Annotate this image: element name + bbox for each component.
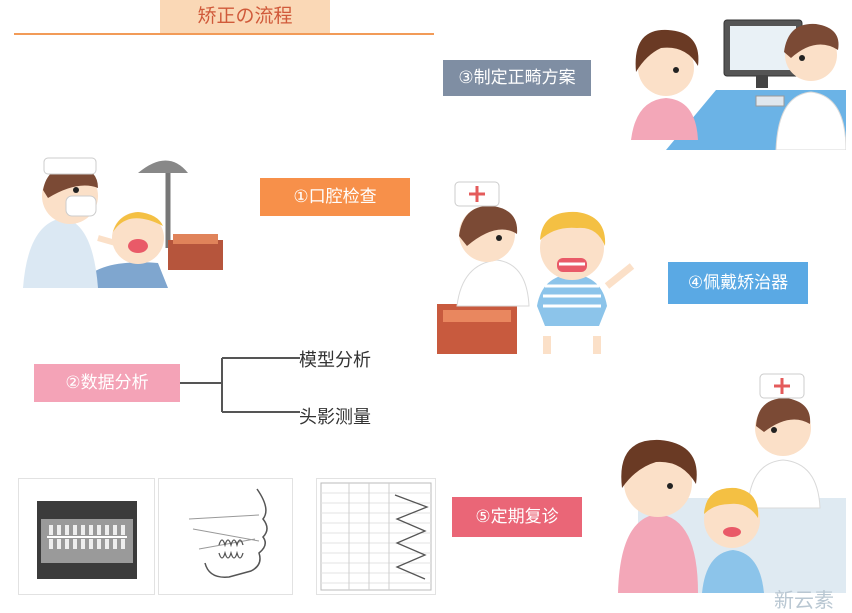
wearing-braces-illustration <box>437 181 635 354</box>
page-title: 矫正の流程 <box>160 0 330 33</box>
step-3-label: ③制定正畸方案 <box>443 60 591 96</box>
branch-model-analysis: 模型分析 <box>299 350 371 371</box>
cephalometric-tracing-image <box>188 488 268 578</box>
teeth-xray-card <box>18 478 155 595</box>
follow-up-illustration <box>618 373 846 593</box>
branch-connector <box>180 357 300 413</box>
watermark: 新云素 <box>774 588 834 612</box>
teeth-xray-image <box>37 501 137 579</box>
measurement-table-image <box>320 482 432 591</box>
step-1-label: ①口腔检查 <box>260 178 410 216</box>
cephalometric-tracing-card <box>158 478 293 595</box>
dental-exam-illustration <box>23 157 223 288</box>
title-underline <box>14 33 434 35</box>
step-5-label: ⑤定期复诊 <box>452 497 582 537</box>
treatment-plan-illustration <box>631 19 846 150</box>
branch-cephalometric: 头影测量 <box>299 407 371 428</box>
step-2-label: ②数据分析 <box>34 364 180 402</box>
step-4-label: ④佩戴矫治器 <box>668 262 808 304</box>
measurement-table-card <box>316 478 436 595</box>
